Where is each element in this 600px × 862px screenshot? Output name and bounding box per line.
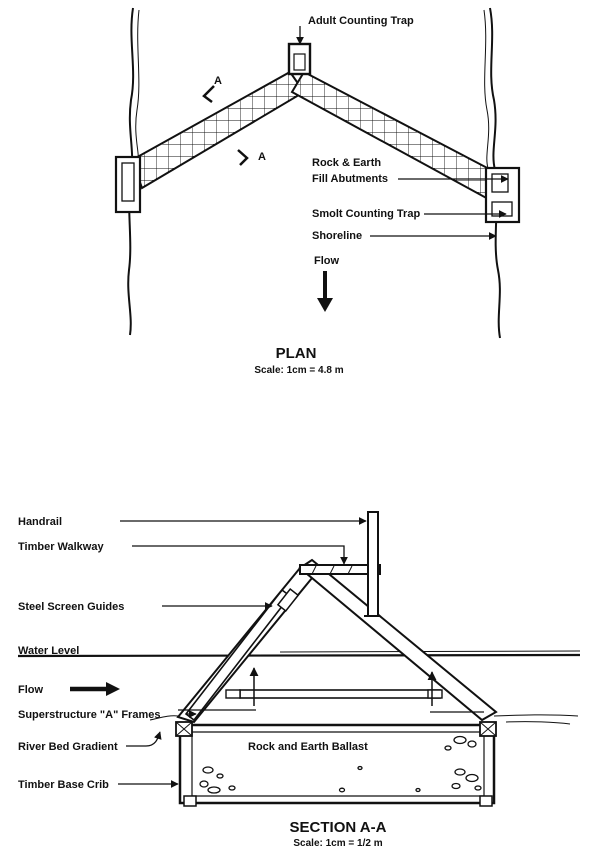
smolt-trap-label: Smolt Counting Trap	[312, 208, 420, 220]
crib-foot-left	[183, 795, 197, 807]
timber-walkway	[299, 564, 381, 575]
walkway-label: Timber Walkway	[18, 541, 104, 553]
plan-flow-label: Flow	[314, 255, 339, 267]
adult-trap-label: Adult Counting Trap	[308, 15, 414, 27]
adult-trap-inner	[293, 53, 306, 71]
section-title: SECTION A-A	[290, 819, 387, 836]
river-bed-right	[493, 714, 579, 717]
water-level-line-2	[279, 650, 581, 653]
frames-label: Superstructure "A" Frames	[18, 709, 160, 721]
water-level-line	[17, 653, 581, 658]
plan-scale: Scale: 1cm = 4.8 m	[254, 365, 343, 376]
river-bed-left	[149, 715, 179, 721]
screen-guides-label: Steel Screen Guides	[18, 601, 124, 613]
a-frame-right-member	[298, 558, 498, 722]
frame-tie-left	[225, 689, 241, 699]
crib-label: Timber Base Crib	[18, 779, 109, 791]
section-marker-label-bottom: A	[258, 151, 266, 163]
section-marker-top	[202, 85, 215, 103]
ballast-label: Rock and Earth Ballast	[248, 741, 368, 753]
handrail-post	[367, 511, 379, 617]
right-shoreline-inner	[483, 9, 490, 169]
abutment-label-2: Fill Abutments	[312, 173, 388, 185]
timber-base-crib	[178, 723, 496, 805]
gradient-leader	[126, 731, 162, 747]
section-scale: Scale: 1cm = 1/2 m	[293, 838, 382, 849]
crib-beam-right-x	[479, 721, 497, 737]
left-abutment	[114, 155, 142, 214]
section-flow-arrowhead	[106, 682, 120, 696]
water-level-label: Water Level	[18, 645, 79, 657]
walkway-leader	[132, 545, 348, 565]
abutment-label-1: Rock & Earth	[312, 157, 381, 169]
river-bed-right-2	[505, 721, 571, 725]
plan-view: A A Adult Counting Trap Rock & Earth Fil…	[114, 7, 521, 376]
frame-cross-brace	[239, 689, 441, 699]
section-marker-label-top: A	[214, 75, 222, 87]
crib-beam-left-x	[175, 721, 193, 737]
crib-foot-right	[479, 795, 493, 807]
ballast-rocks	[199, 735, 482, 794]
frame-tie-right	[427, 689, 443, 699]
section-view: Handrail Timber Walkway Steel Screen Gui…	[17, 511, 581, 849]
shoreline-label: Shoreline	[312, 230, 362, 242]
section-marker-bottom	[237, 149, 249, 166]
frame-gusset	[276, 587, 300, 613]
plan-flow-arrowhead	[317, 298, 333, 312]
walkway-brace	[311, 565, 353, 575]
left-abutment-inner	[121, 162, 135, 202]
left-shoreline-inner	[135, 9, 140, 161]
section-flow-label: Flow	[18, 684, 43, 696]
plan-title: PLAN	[276, 345, 317, 362]
weir-left-arm	[130, 70, 306, 190]
right-abutment-inner	[491, 173, 509, 193]
gradient-label: River Bed Gradient	[18, 741, 118, 753]
handrail-label: Handrail	[18, 516, 62, 528]
